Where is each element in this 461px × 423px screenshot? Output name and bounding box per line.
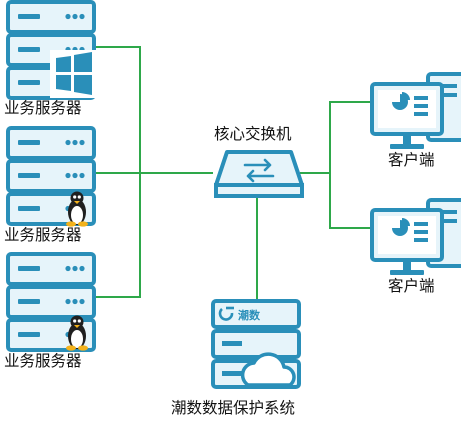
business-server-3: 业务服务器	[4, 252, 96, 370]
business-server-2: 业务服务器	[4, 126, 96, 244]
client-1-label: 客户端	[388, 151, 435, 169]
data-protection-system: 潮数 潮数数据保护系统	[171, 299, 301, 417]
link-server-1	[92, 46, 141, 173]
windows-logo-icon	[50, 50, 98, 98]
server-2-label: 业务服务器	[4, 226, 82, 244]
business-server-1: 业务服务器	[4, 0, 98, 117]
core-switch: 核心交换机	[214, 125, 304, 198]
client-2-label: 客户端	[388, 277, 435, 295]
server-3-label: 业务服务器	[4, 352, 82, 370]
brand-logo-icon: 潮数	[218, 306, 261, 322]
desktop-computer-icon	[370, 198, 461, 277]
cloud-icon	[240, 352, 296, 387]
server-1-label: 业务服务器	[4, 99, 82, 117]
link-server-3	[92, 173, 141, 298]
client-1: 客户端	[370, 72, 461, 169]
brand-logo-text: 潮数	[238, 308, 261, 322]
swap-arrows-icon	[243, 158, 275, 183]
client-2: 客户端	[370, 198, 461, 295]
switch-label: 核心交换机	[214, 125, 292, 143]
switch-icon	[214, 150, 304, 198]
network-links	[92, 46, 372, 300]
desktop-computer-icon	[370, 72, 461, 151]
link-client-2	[300, 172, 372, 229]
backup-system-label: 潮数数据保护系统	[171, 399, 295, 417]
link-client-1	[300, 101, 372, 174]
